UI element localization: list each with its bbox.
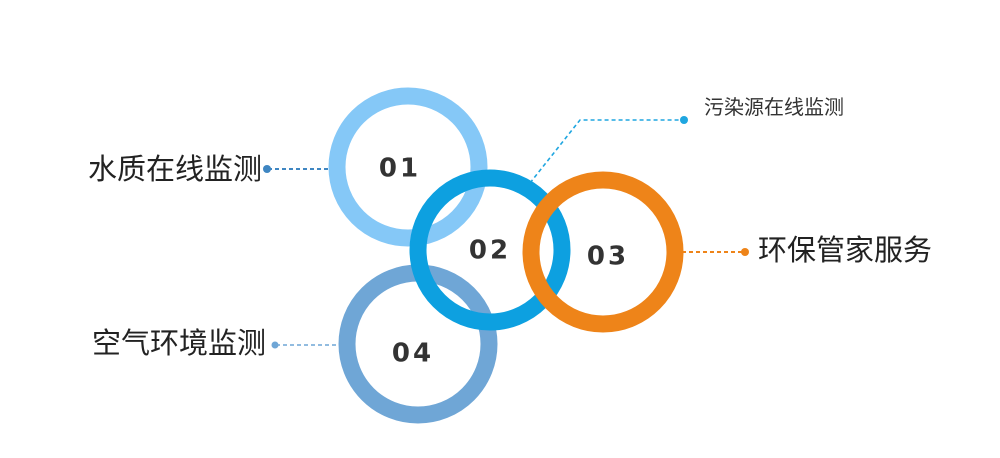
connector-04 [271, 341, 340, 349]
ring-number-03: 03 [587, 242, 629, 272]
ring-number-04: 04 [392, 339, 434, 369]
ring-01 [328, 87, 488, 247]
label-water-quality: 水质在线监测 [88, 152, 262, 186]
ring-number-01: 01 [379, 154, 421, 184]
ring-number-02: 02 [469, 236, 511, 266]
connector-01 [263, 165, 330, 173]
connector-03 [682, 248, 749, 256]
label-eco-butler: 环保管家服务 [758, 233, 932, 267]
label-pollution-source: 污染源在线监测 [704, 95, 844, 119]
ring-02 [409, 169, 571, 331]
label-air-monitoring: 空气环境监测 [92, 326, 266, 360]
connector-02 [529, 116, 688, 184]
ring-03 [522, 171, 684, 333]
